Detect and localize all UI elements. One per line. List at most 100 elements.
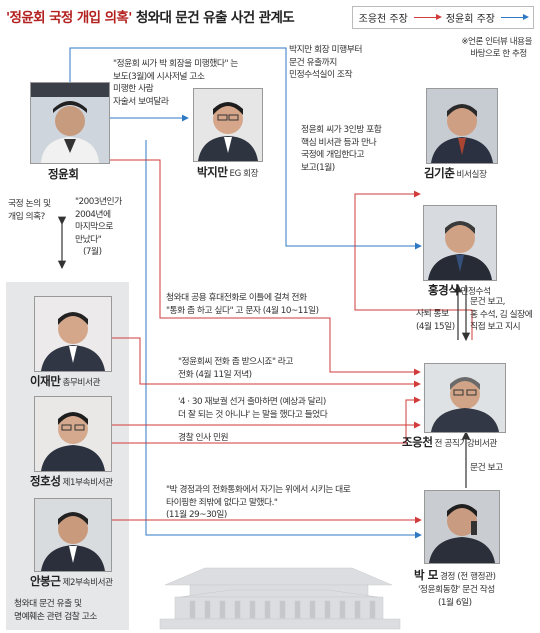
lee-role: 총무비서관 <box>62 378 101 388</box>
annotation-line: 개입 의혹? <box>8 211 45 222</box>
annotation-line: 전화 (4월 11일 저녁) <box>178 369 252 380</box>
lee-name-text: 이재만 <box>30 374 61 388</box>
note-line: 바탕으로 한 추정 <box>470 49 527 59</box>
jo-role: 전 공직기강비서관 <box>434 439 498 449</box>
an-role: 제2부속비서관 <box>62 578 114 588</box>
annotation-state-affairs: 국정 논의 및 개입 의혹? <box>8 198 51 223</box>
annotation-line: (4월 15일) <box>416 321 455 332</box>
kim-name-text: 김기춘 <box>424 166 455 180</box>
lee-photo <box>34 296 112 372</box>
hong-photo <box>423 205 497 281</box>
hong-name-text: 홍경식 <box>428 283 459 297</box>
title-highlight: '정윤회 국정 개입 의혹' <box>6 10 132 26</box>
annotation-line: 더 잘 되는 것 아니냐' 는 말을 했다고 들었다 <box>178 409 328 420</box>
annotation-line: 보도(3월)에 시사저널 고소 <box>113 71 205 82</box>
park-mo-photo <box>424 490 500 564</box>
annotation-park-leak: 박지만 회장 미행부터 문건 유출까지 민정수석실이 조작 <box>289 44 362 82</box>
line-jung-to-parkmo <box>145 140 422 539</box>
annotation-line: (11월 29~30일) <box>166 510 227 520</box>
annotation-line: 핵심 비서관 등과 만나 <box>301 137 377 148</box>
annotation-park-call: "박 경정과의 전화통화에서 자기는 위에서 시키는 대로 타이핑한 죄밖에 없… <box>166 484 351 522</box>
annotation-resign-notice: 사퇴 통보 (4월 15일) <box>416 308 455 333</box>
line-jung-to-park-top <box>69 47 422 250</box>
park-jiman-name-text: 박지만 <box>197 165 228 179</box>
estimate-note: ※언론 인터뷰 내용을 바탕으로 한 추정 <box>461 36 532 60</box>
annotation-line: "통화 좀 하고 싶다" 고 문자 (4월 10~11일) <box>166 305 319 316</box>
annotation-jung-to-park: "정윤회 씨가 박 회장을 미행했다" 는 보도(3월)에 시사저널 고소 미행… <box>113 58 238 108</box>
park-mo-role: 경정 (전 행정관) <box>439 572 496 582</box>
bluehouse-silhouette <box>159 567 401 630</box>
legend-red-arrow-icon <box>413 13 442 20</box>
kim-role: 비서실장 <box>456 170 487 180</box>
jo-photo <box>424 363 506 433</box>
annotation-line: 문건 보고, <box>470 297 505 307</box>
annotation-line: 민정수석실이 조작 <box>289 70 353 80</box>
annotation-line: 만났다" <box>75 234 102 245</box>
annotation-line: 자술서 보여달라 <box>113 96 169 107</box>
annotation-last-met: "2003년인가 2004년에 마지막으로 만났다" (7월) <box>75 196 122 259</box>
annotation-line: 청와대 문건 유출 및 <box>14 599 82 609</box>
annotation-kim-report: 정윤회 씨가 3인방 포함 핵심 비서관 등과 만나 국정에 개입한다고 보고(… <box>301 124 382 174</box>
line-lee-to-jo <box>112 337 421 388</box>
annotation-line: "박 경정과의 전화통화에서 자기는 위에서 시키는 대로 <box>166 485 351 495</box>
annotation-park-mo-doc: '정윤회동향' 문건 작성 (1월 6일) <box>418 584 495 609</box>
kim-kichun-photo <box>426 88 498 164</box>
park-mo-name-text: 박 모 <box>414 568 438 582</box>
jung-hoseong-role: 제1부속비서관 <box>62 478 114 488</box>
annotation-line: 박지만 회장 미행부터 <box>289 45 362 55</box>
annotation-line: 홍 수석, 김 실장에 <box>470 309 533 320</box>
park-jiman-photo <box>193 88 263 162</box>
diagram-title: '정윤회 국정 개입 의혹' 청와대 문건 유출 사건 관계도 <box>6 6 295 26</box>
annotation-line: '정윤회동향' 문건 작성 <box>418 585 495 595</box>
annotation-line: 명예훼손 관련 검찰 고소 <box>14 611 97 622</box>
annotation-calls: 청와대 공용 휴대전화로 이틀에 걸쳐 전화 "통화 좀 하고 싶다" 고 문자… <box>166 292 319 317</box>
annotation-police-personnel: 경찰 인사 민원 <box>178 432 229 445</box>
annotation-line: (7월) <box>83 247 102 257</box>
annotation-line: 문건 유출까지 <box>289 57 337 68</box>
an-photo <box>34 498 112 572</box>
annotation-line: "2003년인가 <box>75 197 122 207</box>
line-jo-to-kim <box>354 190 473 340</box>
hong-role: 민정수석 <box>460 287 491 297</box>
annotation-line: 정윤회 씨가 3인방 포함 <box>301 125 382 135</box>
annotation-line: 보고(1월) <box>301 162 335 173</box>
jung-name: 정윤회 <box>48 166 79 182</box>
annotation-line: 직접 보고 지시 <box>470 322 521 332</box>
title-rest: 청와대 문건 유출 사건 관계도 <box>131 10 295 26</box>
annotation-line: 2004년에 <box>75 209 111 220</box>
annotation-line: 경찰 인사 민원 <box>178 433 229 443</box>
legend-jo-label: 조응천 주장 <box>358 14 408 25</box>
annotation-line: 청와대 공용 휴대전화로 이틀에 걸쳐 전화 <box>166 293 307 303</box>
annotation-doc-report: 문건 보고 <box>470 462 503 475</box>
jo-name-text: 조응천 <box>402 435 433 449</box>
annotation-line: 타이핑한 죄밖에 없다고 말했다." <box>166 497 278 508</box>
note-line: ※언론 인터뷰 내용을 <box>461 37 532 47</box>
annotation-lee-call: "정윤회씨 전화 좀 받으시죠" 라고 전화 (4월 11일 저녁) <box>178 356 294 381</box>
annotation-line: '4 · 30 재보궐 선거 출마하면 (예상과 달리) <box>178 397 326 407</box>
annotation-line: 국정에 개입한다고 <box>301 150 365 160</box>
legend-jung-label: 정윤회 주장 <box>445 14 495 25</box>
park-jiman-role: EG 회장 <box>229 169 259 179</box>
line-an-to-jo <box>112 396 421 444</box>
legend-blue-arrow-icon <box>501 13 529 20</box>
annotation-line: 사퇴 통보 <box>416 309 449 319</box>
jung-name-text: 정윤회 <box>48 167 79 181</box>
annotation-line: 문건 보고 <box>470 463 503 473</box>
annotation-line: "정윤회 씨가 박 회장을 미행했다" 는 <box>113 59 238 69</box>
annotation-line: 미행한 사람 <box>113 84 154 94</box>
jung-photo <box>30 82 110 164</box>
panel-caption: 청와대 문건 유출 및 명예훼손 관련 검찰 고소 <box>14 598 97 623</box>
annotation-line: (1월 6일) <box>438 597 472 608</box>
annotation-line: "정윤회씨 전화 좀 받으시죠" 라고 <box>178 357 294 367</box>
annotation-line: 국정 논의 및 <box>8 199 51 209</box>
jung-hoseong-photo <box>34 396 112 472</box>
